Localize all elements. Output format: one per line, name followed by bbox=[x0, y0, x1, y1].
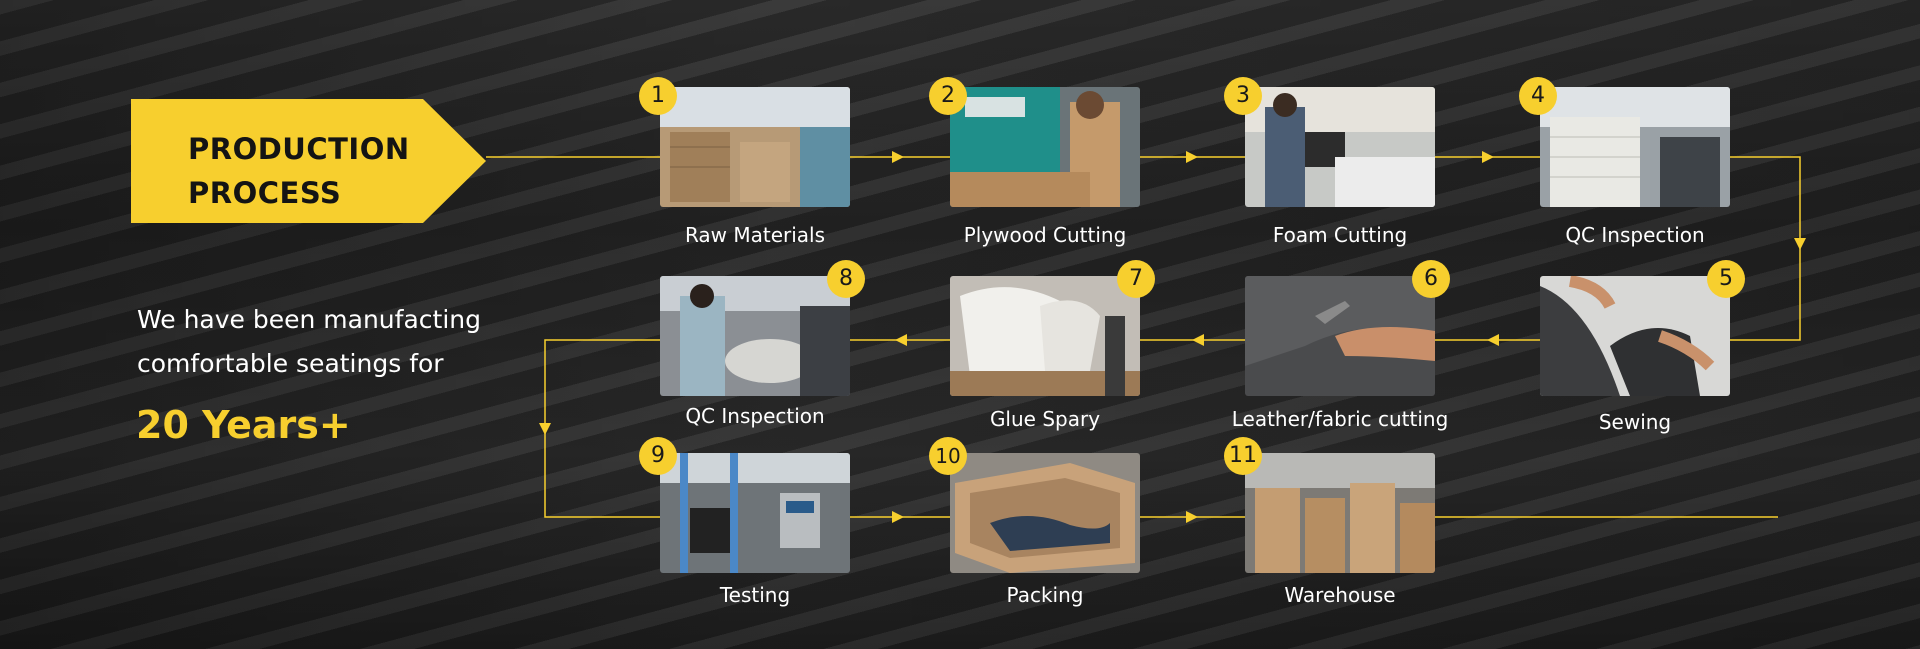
step-label: Packing bbox=[1006, 583, 1084, 607]
intro-line1: We have been manufacting bbox=[137, 305, 481, 334]
glue-spary-photo bbox=[950, 276, 1140, 396]
step-label: Testing bbox=[719, 583, 791, 607]
step-label: Warehouse bbox=[1284, 583, 1396, 607]
step-number-badge: 3 bbox=[1224, 77, 1262, 115]
step-number-badge: 4 bbox=[1519, 77, 1557, 115]
step-number-badge: 1 bbox=[639, 77, 677, 115]
step-label: Leather/fabric cutting bbox=[1231, 407, 1449, 431]
step-number-badge: 8 bbox=[827, 260, 865, 298]
intro-text: We have been manufacting comfortable sea… bbox=[137, 298, 481, 386]
intro-line2: comfortable seatings for bbox=[137, 349, 444, 378]
step-number-badge: 9 bbox=[639, 437, 677, 475]
step-label: Raw Materials bbox=[684, 223, 826, 247]
raw-materials-photo bbox=[660, 87, 850, 207]
warehouse-photo bbox=[1245, 453, 1435, 573]
foam-cutting-photo bbox=[1245, 87, 1435, 207]
banner-title-line2: PROCESS bbox=[188, 176, 342, 210]
step-number-badge: 10 bbox=[929, 437, 967, 475]
qc-inspection-photo bbox=[1540, 87, 1730, 207]
banner-title: PRODUCTION PROCESS bbox=[188, 127, 410, 215]
production-process-banner bbox=[131, 99, 486, 223]
testing-photo bbox=[660, 453, 850, 573]
leather-fabric-cutting-photo bbox=[1245, 276, 1435, 396]
packing-photo bbox=[950, 453, 1140, 573]
step-number-badge: 11 bbox=[1224, 437, 1262, 475]
step-label: Glue Spary bbox=[989, 407, 1101, 431]
step-number-badge: 2 bbox=[929, 77, 967, 115]
banner-title-line1: PRODUCTION bbox=[188, 132, 410, 166]
years-highlight: 20 Years+ bbox=[136, 403, 351, 447]
step-label: Foam Cutting bbox=[1272, 223, 1408, 247]
plywood-cutting-photo bbox=[950, 87, 1140, 207]
step-number-badge: 6 bbox=[1412, 260, 1450, 298]
step-label: QC Inspection bbox=[685, 404, 825, 428]
sewing-photo bbox=[1540, 276, 1730, 396]
step-label: Sewing bbox=[1598, 410, 1672, 434]
qc-inspection-2-photo bbox=[660, 276, 850, 396]
step-label: Plywood Cutting bbox=[963, 223, 1127, 247]
step-number-badge: 7 bbox=[1117, 260, 1155, 298]
step-number-badge: 5 bbox=[1707, 260, 1745, 298]
step-label: QC Inspection bbox=[1565, 223, 1705, 247]
